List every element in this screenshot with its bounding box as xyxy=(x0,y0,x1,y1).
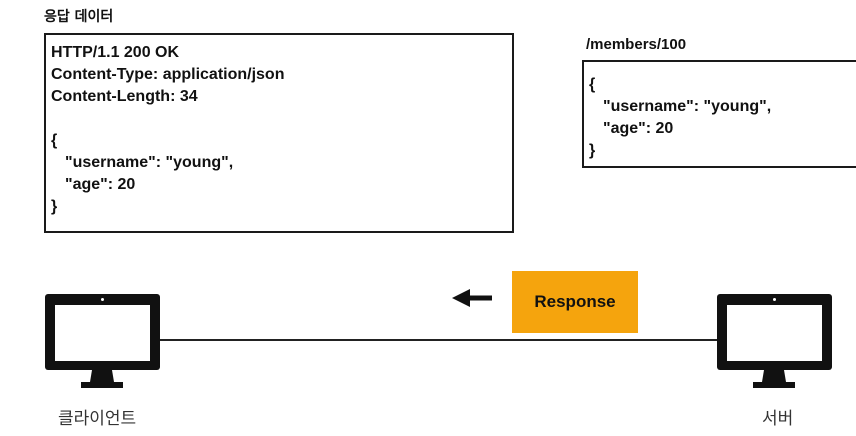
content-length-header: Content-Length: 34 xyxy=(51,88,198,105)
json-field-username: "username": "young", xyxy=(65,154,234,171)
arrow-left-icon xyxy=(452,289,492,307)
resource-json-field-age: "age": 20 xyxy=(603,120,674,137)
server-monitor-icon xyxy=(717,294,832,388)
response-data-title: 응답 데이터 xyxy=(44,9,114,25)
http-response-box: HTTP/1.1 200 OK Content-Type: applicatio… xyxy=(44,33,514,233)
resource-json-field-username: "username": "young", xyxy=(603,98,772,115)
json-close-brace: } xyxy=(51,198,58,215)
json-field-age: "age": 20 xyxy=(65,176,136,193)
content-type-header: Content-Type: application/json xyxy=(51,66,285,83)
response-message-box: Response xyxy=(512,271,638,333)
response-label: Response xyxy=(534,292,616,311)
status-line: HTTP/1.1 200 OK xyxy=(51,44,180,61)
server-label: 서버 xyxy=(762,409,794,429)
server-resource-box: { "username": "young", "age": 20 } xyxy=(582,60,856,168)
json-open-brace: { xyxy=(51,132,58,149)
resource-json-close-brace: } xyxy=(589,142,596,159)
client-monitor-icon xyxy=(45,294,160,388)
resource-json-open-brace: { xyxy=(589,76,596,93)
resource-path-label: /members/100 xyxy=(586,36,687,53)
client-label: 클라이언트 xyxy=(58,409,137,429)
